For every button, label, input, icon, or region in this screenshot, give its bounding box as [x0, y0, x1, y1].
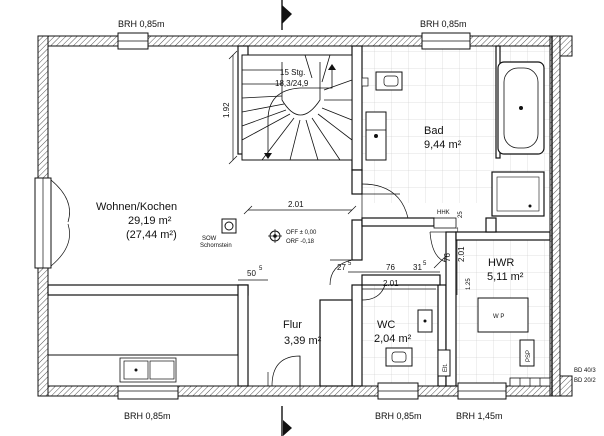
hhk-box	[433, 217, 457, 229]
v-201-label: 2.01	[457, 246, 466, 262]
dim-27-sup-label: 5	[348, 261, 352, 267]
wc-basin	[417, 309, 433, 333]
v-1-label: 1	[456, 228, 460, 234]
window-bottom-right	[457, 382, 507, 400]
living-dim-label: 2.01	[288, 200, 304, 209]
off-label: OFF ± 0,00	[286, 230, 317, 236]
v-125-label: 1.25	[466, 278, 472, 290]
room-area-wohnen: 29,19 m²	[128, 215, 172, 227]
door-hwr	[429, 231, 447, 269]
electric-cabinet	[437, 349, 451, 377]
bath-toilet	[361, 71, 403, 91]
door-bath	[361, 183, 409, 220]
section-arrow-top-icon	[282, 5, 292, 24]
brh-bottom-right: BRH 1,45m	[456, 411, 503, 421]
room-name-wc: WC	[377, 319, 395, 331]
room-name-hwr: HWR	[488, 257, 514, 269]
level-marker-icon	[268, 229, 282, 243]
sow-label: SOW	[202, 236, 217, 242]
door-wc	[361, 284, 386, 301]
room-area-flur: 3,39 m²	[284, 335, 322, 347]
brh-bottom-mid: BRH 0,85m	[375, 411, 422, 421]
wc-toilet	[385, 347, 413, 367]
stair-ratio-label: 18,3/24,9	[275, 79, 309, 88]
v-76-label: 76	[443, 253, 452, 262]
chimney-label: Schornstein	[200, 243, 232, 249]
heat-pump	[477, 297, 529, 333]
dim-31-label: 31	[413, 263, 422, 272]
bd2-label: BD 20/2	[574, 378, 596, 384]
kitchen-counter	[47, 354, 239, 387]
stair-steps-label: 15 Stg.	[280, 68, 305, 77]
storage-tank	[519, 339, 535, 367]
shower-tray	[491, 171, 545, 217]
room-name-wohnen: Wohnen/Kochen	[96, 201, 177, 213]
room-area-bad: 9,44 m²	[424, 139, 462, 151]
v-25-label: 25	[458, 211, 464, 218]
dim-27-label: 27	[337, 263, 346, 272]
room-area-wc: 2,04 m²	[374, 333, 412, 345]
room-area-hwr: 5,11 m²	[487, 271, 524, 283]
brh-top-right: BRH 0,85m	[420, 19, 467, 29]
section-arrow-bottom-icon	[283, 420, 292, 436]
brh-top-left: BRH 0,85m	[118, 19, 165, 29]
orf-label: ORF -0,18	[286, 239, 315, 245]
dim-50-sup-label: 5	[259, 266, 263, 272]
window-left-wall	[34, 177, 70, 269]
living-dim	[243, 205, 357, 215]
dim-50-label: 50	[247, 269, 256, 278]
bd1-label: BD 40/3	[574, 368, 596, 374]
bath-washbasin	[365, 111, 387, 161]
psp-label: PSP	[526, 350, 532, 362]
window-top-left	[117, 32, 149, 50]
brh-bottom-left: BRH 0,85m	[124, 411, 171, 421]
door-entrance	[267, 355, 301, 390]
room-area2-wohnen: (27,44 m²)	[126, 229, 177, 241]
elt-label: Elt.	[443, 363, 449, 372]
staircase	[241, 54, 353, 161]
window-bottom-mid	[377, 382, 419, 400]
chimney	[221, 218, 237, 234]
dim-76-label: 76	[386, 263, 395, 272]
hwr-steps	[509, 377, 551, 387]
bathtub	[497, 61, 545, 155]
flur-dim-label: 2.01	[383, 279, 399, 288]
room-name-bad: Bad	[424, 125, 444, 137]
wc-floor-tiles	[362, 285, 438, 385]
door-flur-living	[329, 259, 353, 286]
room-name-flur: Flur	[283, 319, 302, 331]
hhk-label: HHK	[437, 210, 450, 216]
wp-label: W P	[493, 314, 504, 320]
dim-31-sup-label: 5	[423, 261, 427, 267]
window-top-right	[421, 32, 471, 50]
stair-height-label: 1.92	[222, 102, 231, 118]
